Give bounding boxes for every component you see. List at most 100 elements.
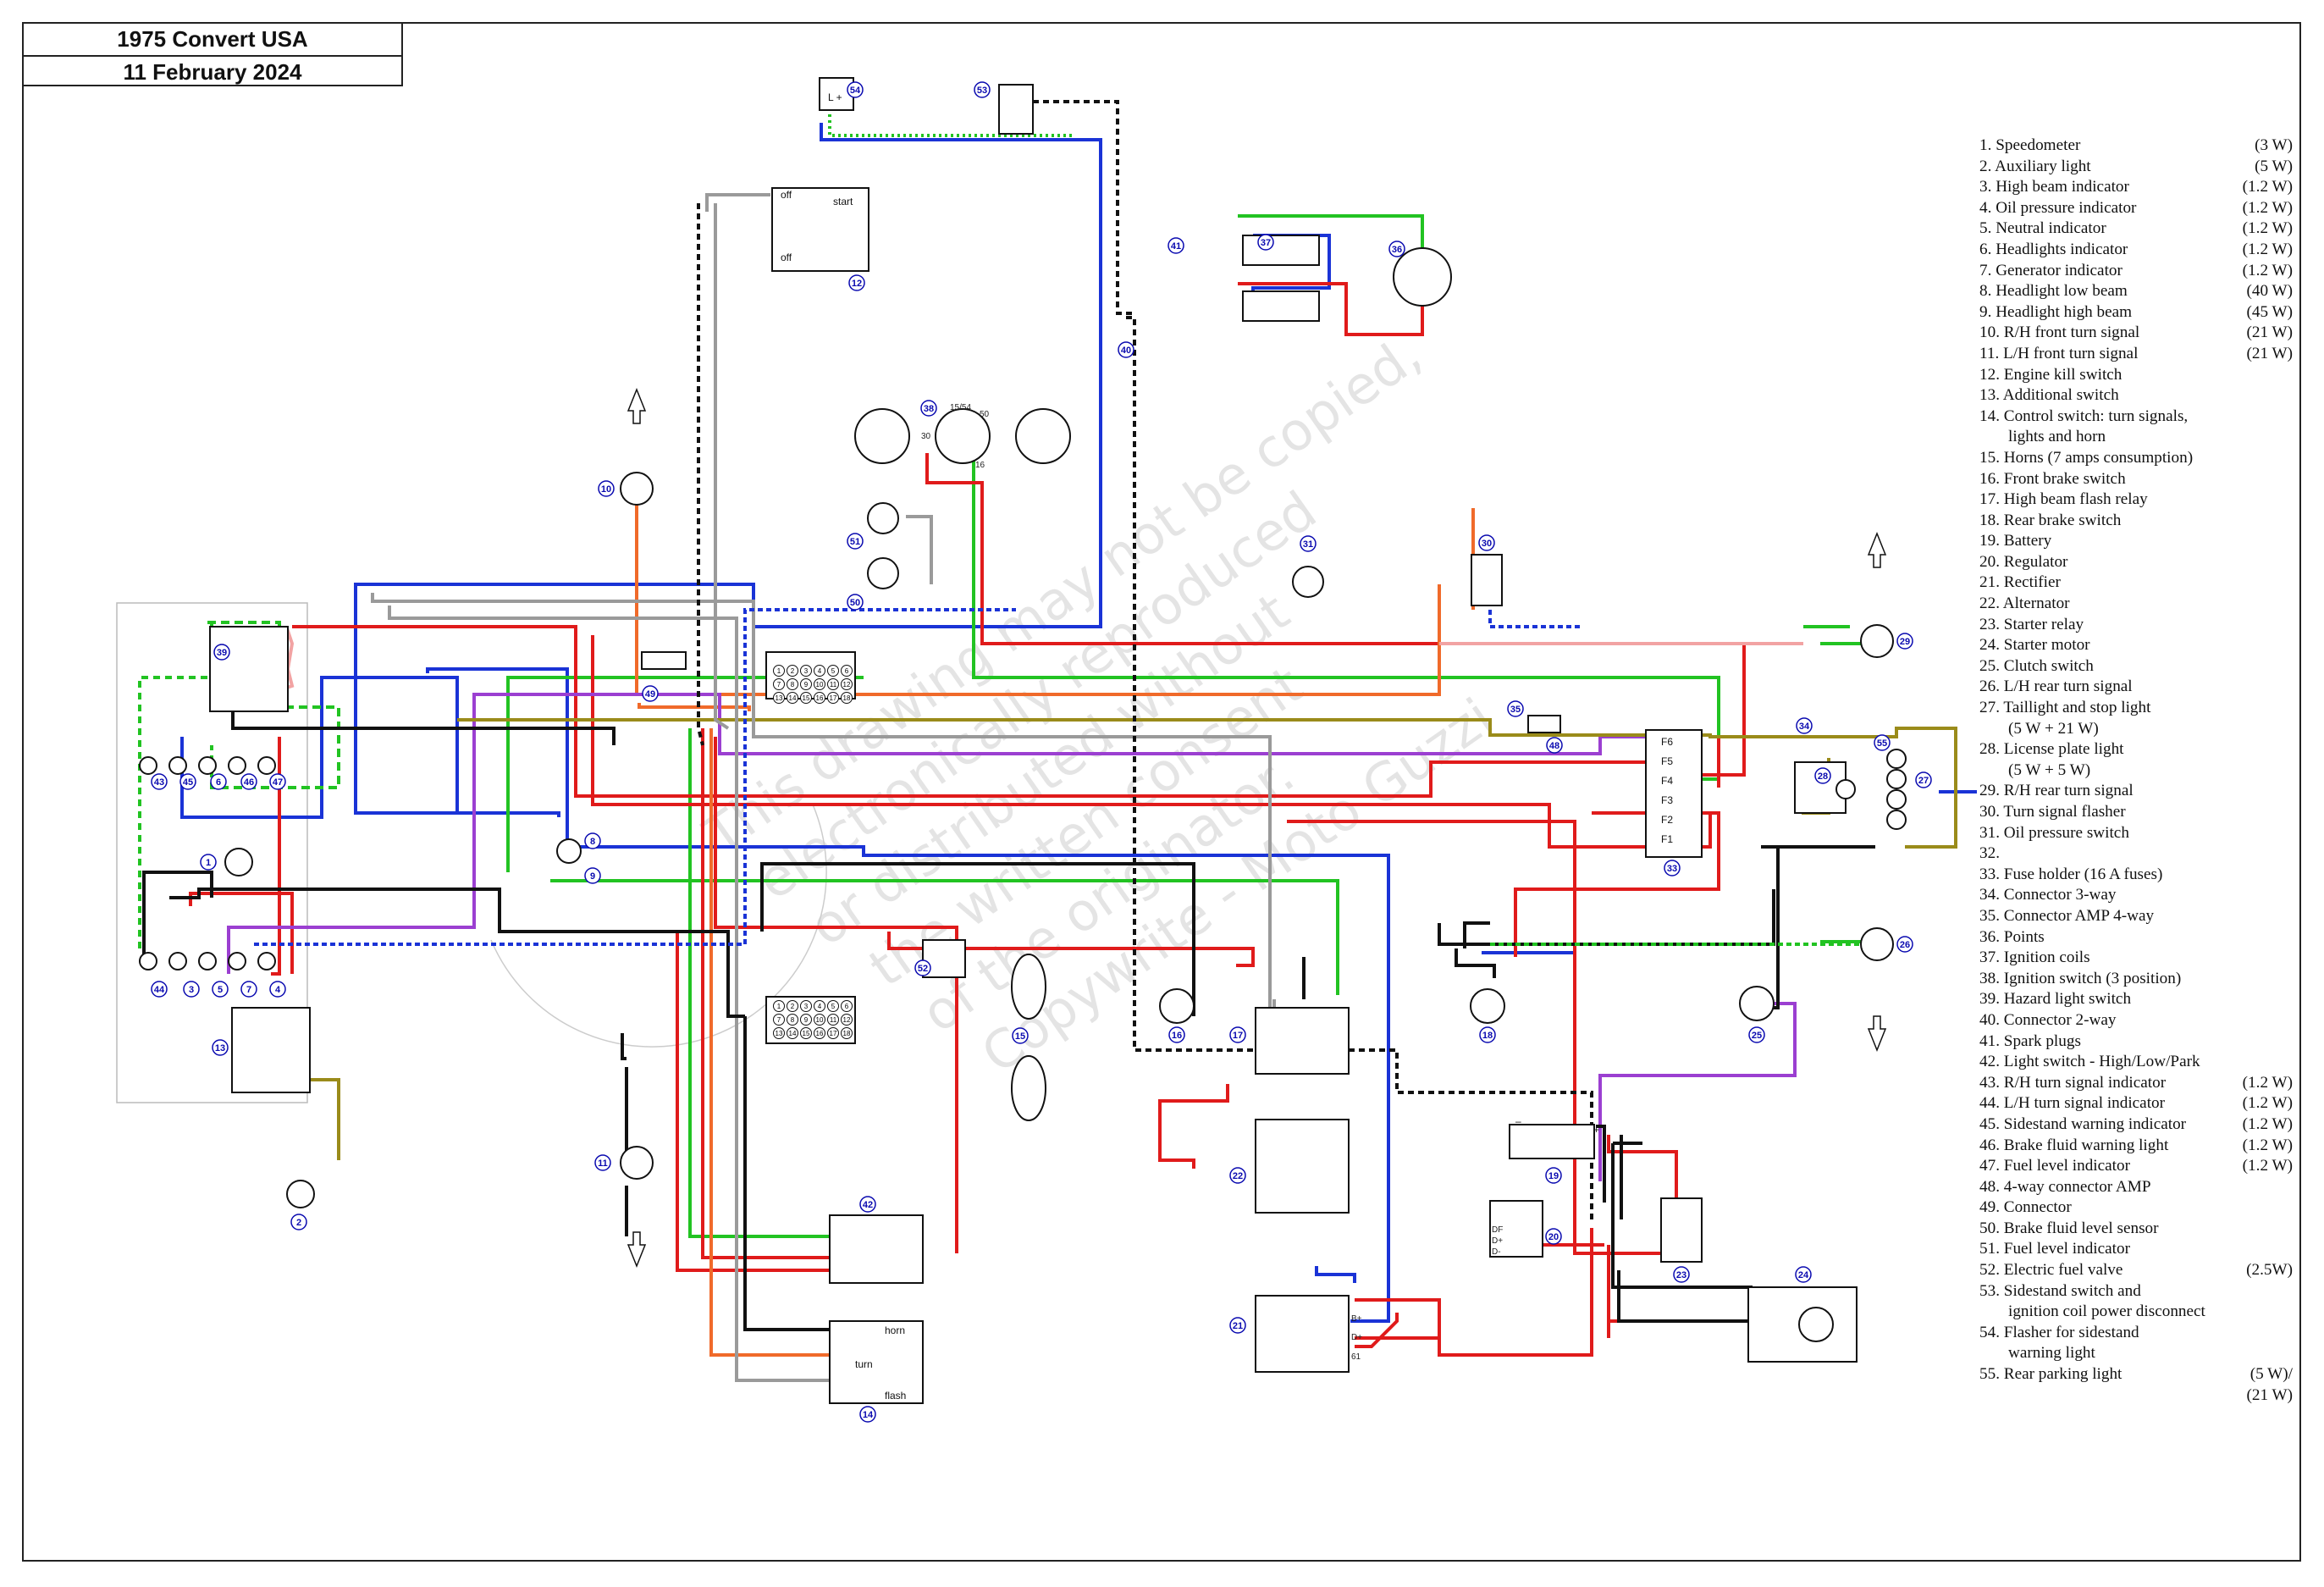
component-number-1: 1 [200, 854, 217, 871]
legend-item: 19. Battery [1979, 531, 2293, 552]
terminal-label: 61 [1351, 1352, 1361, 1362]
indicator-lamps-top [139, 756, 276, 775]
legend-label: 43. R/H turn signal indicator [1979, 1073, 2167, 1092]
legend-wattage [2286, 677, 2293, 698]
legend-wattage [2286, 1197, 2293, 1219]
legend-item: 18. Rear brake switch [1979, 511, 2293, 532]
component-legend: 1. Speedometer(3 W)2. Auxiliary light(5 … [1979, 135, 2293, 1406]
callout-circle [847, 81, 864, 98]
component-number-10: 10 [598, 480, 615, 497]
legend-item: 45. Sidestand warning indicator(1.2 W) [1979, 1114, 2293, 1136]
legend-wattage: (40 W) [2246, 282, 2293, 301]
component-number-28: 28 [1814, 767, 1831, 784]
legend-item: 5. Neutral indicator(1.2 W) [1979, 218, 2293, 240]
wire-purple [227, 693, 1693, 974]
legend-item: 46. Brake fluid warning light(1.2 W) [1979, 1136, 2293, 1157]
pin-circle [827, 692, 839, 704]
legend-item: 25. Clutch switch [1979, 656, 2293, 677]
legend-label: 46. Brake fluid warning light [1979, 1136, 2169, 1154]
model-title: 1975 Convert USA [117, 26, 308, 52]
legend-item: (21 W) [1979, 1385, 2293, 1407]
regulator [1489, 1200, 1543, 1258]
legend-label: 16. Front brake switch [1979, 469, 2126, 488]
callout-circle [179, 773, 196, 790]
component-number-18: 18 [1479, 1026, 1496, 1043]
legend-wattage [2286, 698, 2293, 719]
component-number-6: 6 [210, 773, 227, 790]
callout-circle [847, 533, 864, 550]
pin-circle [773, 1027, 785, 1039]
legend-item: 3. High beam indicator(1.2 W) [1979, 177, 2293, 198]
legend-item: lights and horn [1979, 427, 2293, 448]
arrow-down-icon [1867, 1015, 1887, 1053]
pin-circle [773, 1014, 785, 1026]
speedometer-lamp-icon [224, 848, 253, 876]
legend-label: 21. Rectifier [1979, 573, 2061, 592]
ignition-coil [1242, 235, 1320, 266]
pin-number: 1 [777, 667, 781, 675]
legend-wattage: (21 W) [2246, 1385, 2293, 1404]
fuse-label: F5 [1661, 755, 1673, 767]
callout-number: 49 [645, 689, 655, 699]
legend-wattage: (1.2 W) [2242, 1114, 2293, 1133]
legend-wattage: (21 W) [2246, 323, 2293, 342]
callout-number: 40 [1121, 346, 1131, 356]
pin-number: 6 [845, 1003, 849, 1010]
wire-green [207, 621, 340, 789]
license-lamp-icon [1835, 779, 1856, 799]
wire-black [1463, 921, 1490, 948]
legend-wattage: (1.2 W) [2242, 198, 2293, 217]
pin-number: 5 [831, 1003, 836, 1010]
legend-item: 32. [1979, 843, 2293, 865]
pin-number: 3 [804, 667, 809, 675]
connector-block [641, 651, 687, 670]
pin-circle [800, 678, 812, 690]
legend-label: 49. Connector [1979, 1198, 2072, 1217]
wire-red [701, 728, 830, 1259]
callout-number: 52 [918, 964, 928, 974]
callout-number: 28 [1818, 771, 1828, 782]
terminal-label: D- [1492, 1247, 1501, 1257]
legend-label: 39. Hazard light switch [1979, 990, 2132, 1009]
callout-number: 24 [1798, 1270, 1809, 1280]
terminal-label: B+ [1351, 1314, 1362, 1324]
sidestand-switch-53 [998, 84, 1034, 135]
legend-wattage [2286, 719, 2293, 740]
pin-circle [827, 665, 839, 677]
legend-item: 41. Spark plugs [1979, 1031, 2293, 1053]
connector-block [765, 651, 856, 699]
callout-circle [1300, 535, 1317, 552]
battery-pos: + [1593, 1124, 1599, 1136]
legend-label: 42. Light switch - High/Low/Park [1979, 1053, 2200, 1071]
wire-green [688, 728, 830, 1238]
callout-circle [1795, 1266, 1812, 1283]
pin-circle [841, 1014, 853, 1026]
legend-wattage [2286, 385, 2293, 406]
pin-circle [827, 678, 839, 690]
legend-label: lights and horn [2008, 428, 2106, 446]
callout-circle [1229, 1167, 1246, 1184]
legend-label: 23. Starter relay [1979, 615, 2084, 633]
component-number-50: 50 [847, 594, 864, 611]
module-terminals: DF D+ D- B+ D+ 61 [1351, 1225, 1503, 1362]
indicator-lamps-bottom [139, 952, 276, 970]
callout-circle [213, 644, 230, 661]
callout-circle [290, 1214, 307, 1230]
legend-item: 49. Connector [1979, 1197, 2293, 1219]
lamp-icon [139, 756, 157, 775]
component-number-42: 42 [859, 1196, 876, 1213]
component-number-31: 31 [1300, 535, 1317, 552]
wire-green-dotted [828, 85, 1075, 137]
legend-label: 35. Connector AMP 4-way [1979, 906, 2155, 925]
legend-item: 11. L/H front turn signal(21 W) [1979, 344, 2293, 365]
callout-number: 26 [1900, 940, 1910, 950]
component-number-48: 48 [1546, 737, 1563, 754]
aux-light-icon [286, 1180, 315, 1208]
battery [1509, 1124, 1595, 1159]
lamp-icon [168, 756, 187, 775]
legend-item: 53. Sidestand switch and [1979, 1281, 2293, 1302]
component-number-2: 2 [290, 1214, 307, 1230]
callout-number: 2 [296, 1218, 301, 1228]
component-number-36: 36 [1388, 241, 1405, 257]
pin-number: 11 [830, 681, 837, 688]
